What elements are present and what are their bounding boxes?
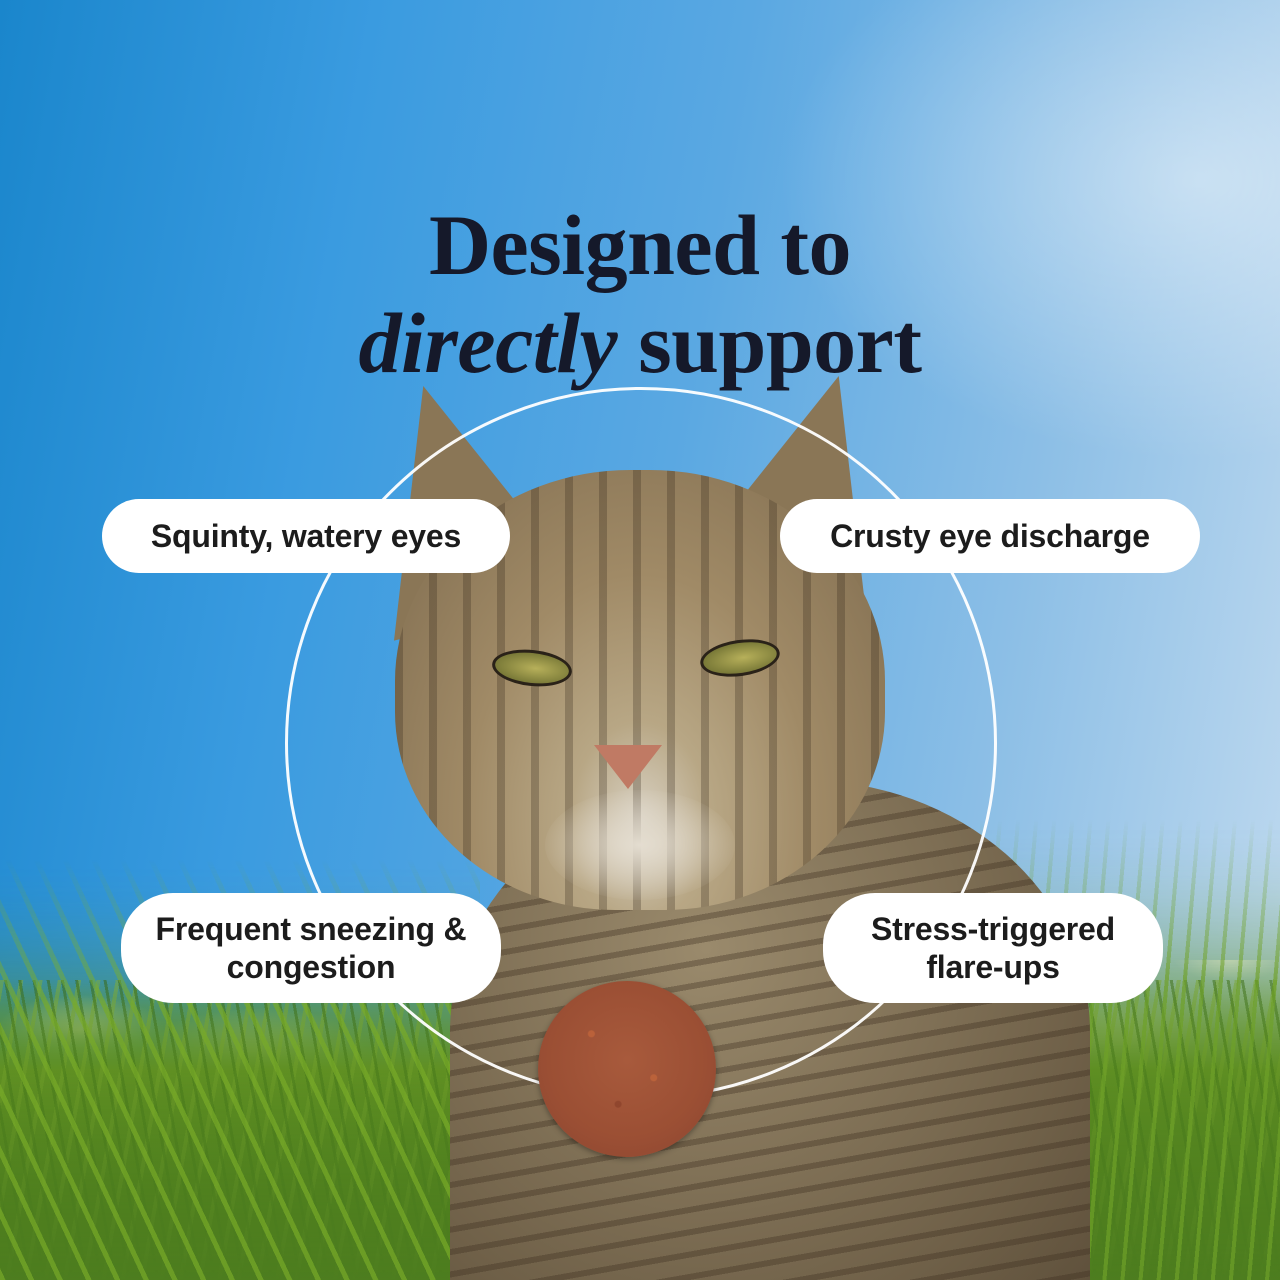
headline-emphasis: directly [358,294,618,391]
callout-watery-eyes: Squinty, watery eyes [102,499,510,573]
callout-sneezing-congestion: Frequent sneezing & congestion [121,893,501,1003]
product-chew [538,981,716,1157]
callout-eye-discharge: Crusty eye discharge [780,499,1200,573]
headline: Designed to directly support [0,196,1280,392]
headline-line-1: Designed to [428,196,852,293]
headline-line-2: directly support [0,294,1280,392]
callout-label: Squinty, watery eyes [150,518,462,554]
headline-line-2-rest: support [617,294,922,391]
callout-label: Crusty eye discharge [830,518,1150,554]
callout-label: Stress-triggered flare-ups [871,911,1115,985]
callout-stress-flare-ups: Stress-triggered flare-ups [823,893,1163,1003]
callout-label: Frequent sneezing & congestion [155,911,467,985]
